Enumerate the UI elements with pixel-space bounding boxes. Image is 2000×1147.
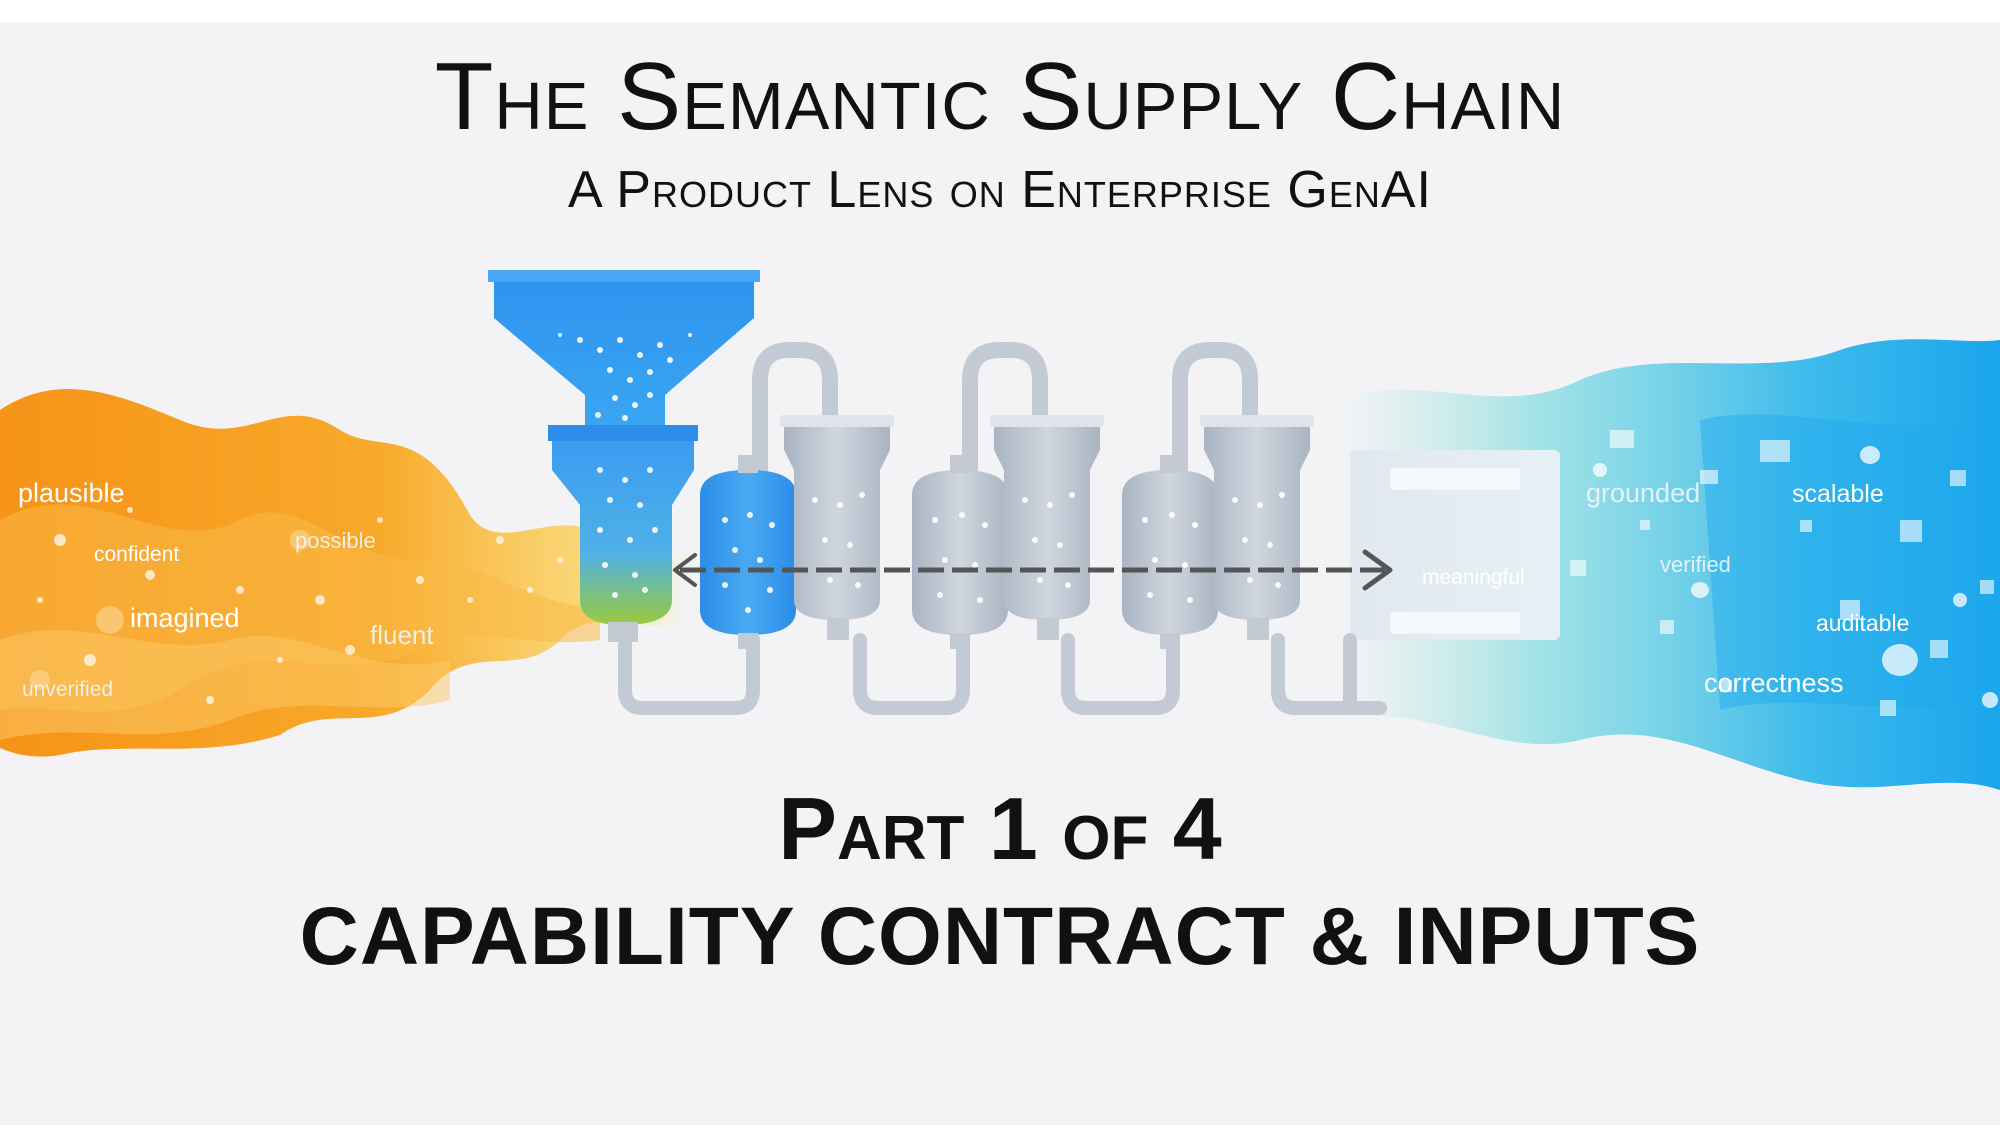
tank-6 [1200,415,1314,640]
input-word: possible [295,528,376,553]
tank-2 [780,415,894,640]
output-word: correctness [1704,668,1844,698]
gooseneck-pipes [752,342,1258,478]
part-name: CAPABILITY CONTRACT & INPUTS [299,891,1701,982]
tank-1 [700,455,796,649]
output-word: scalable [1792,480,1884,508]
page-subtitle: A Product Lens on Enterprise GenAI [568,161,1432,219]
tank-4 [990,415,1104,640]
output-word: meaningful [1422,566,1525,589]
input-word: confident [94,543,180,566]
input-word: plausible [18,478,125,508]
connecting-pipes [618,633,1387,715]
input-word: imagined [130,603,240,633]
input-word: unverified [22,678,114,701]
input-word: fluent [370,620,434,650]
output-word: auditable [1816,610,1910,636]
input-stream [0,388,690,757]
processing-tanks [700,415,1314,649]
tank-3 [912,455,1008,649]
output-word: grounded [1586,478,1701,508]
output-panel [1350,450,1560,640]
part-label: Part 1 of 4 [778,779,1222,878]
page-title: The Semantic Supply Chain [434,43,1566,150]
flow-arrow [673,549,1393,591]
output-word: verified [1660,552,1731,577]
tank-5 [1122,455,1218,649]
input-funnel [488,270,760,642]
